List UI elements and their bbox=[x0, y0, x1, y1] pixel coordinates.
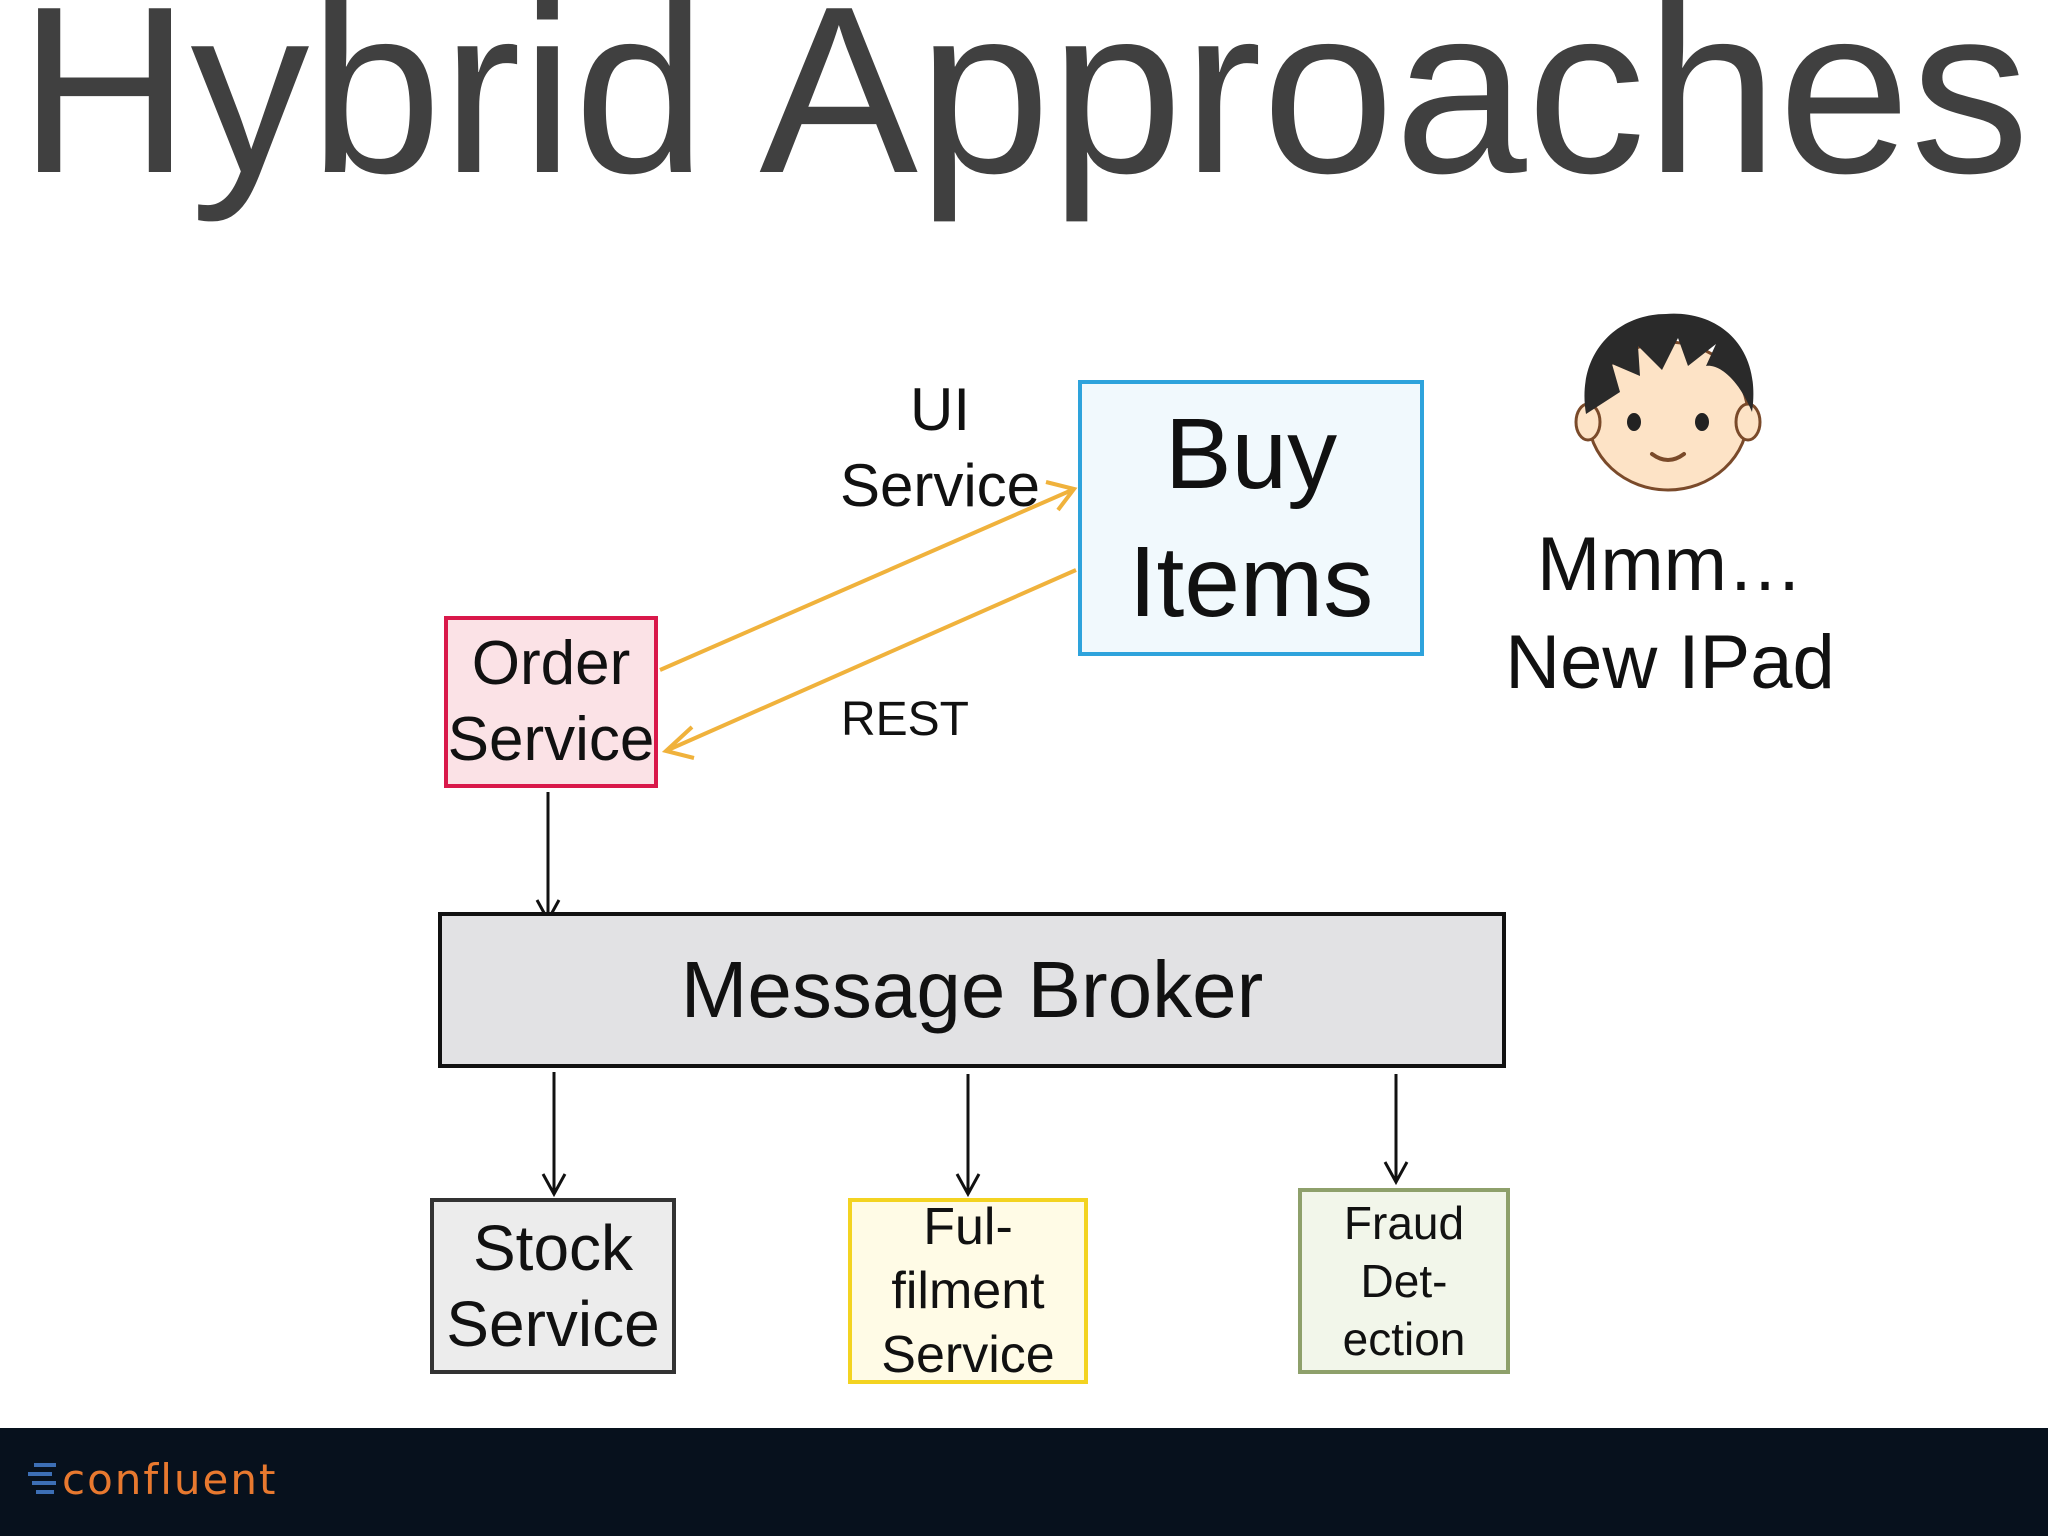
arrow-broker-to-fulfilment bbox=[955, 1074, 981, 1198]
architecture-diagram: UI Service Buy Items Mmm… New IPad Order… bbox=[430, 313, 1835, 1384]
confluent-logo-icon bbox=[28, 1463, 56, 1494]
stock-service-box: Stock Service bbox=[430, 1198, 676, 1374]
connector-arrows bbox=[535, 480, 1409, 1198]
buy-items-box: Buy Items bbox=[1078, 380, 1424, 656]
arrow-order-to-ui bbox=[659, 480, 1078, 672]
footer-bar bbox=[0, 1428, 2048, 1536]
user-avatar-icon bbox=[1574, 313, 1762, 492]
fraud-detection-box: Fraud Det- ection bbox=[1298, 1188, 1510, 1374]
ui-service-label: UI Service bbox=[839, 376, 1041, 519]
user-thought-text: Mmm… New IPad bbox=[1505, 522, 1835, 705]
arrow-broker-to-fraud bbox=[1383, 1074, 1409, 1186]
rest-label: REST bbox=[840, 693, 969, 746]
order-service-box: Order Service bbox=[444, 616, 658, 788]
slide-title-text: Hybrid Approaches bbox=[18, 0, 2030, 223]
arrow-order-to-broker bbox=[535, 792, 561, 924]
message-broker-box: Message Broker bbox=[438, 912, 1506, 1068]
confluent-logo: confluent bbox=[28, 1454, 277, 1504]
brand-name: confluent bbox=[62, 1454, 278, 1504]
arrow-broker-to-stock bbox=[541, 1072, 567, 1198]
slide-title: Hybrid Approaches bbox=[0, 0, 2048, 230]
fulfilment-service-box: Ful- filment Service bbox=[848, 1198, 1088, 1384]
arrow-ui-to-order bbox=[661, 568, 1077, 760]
